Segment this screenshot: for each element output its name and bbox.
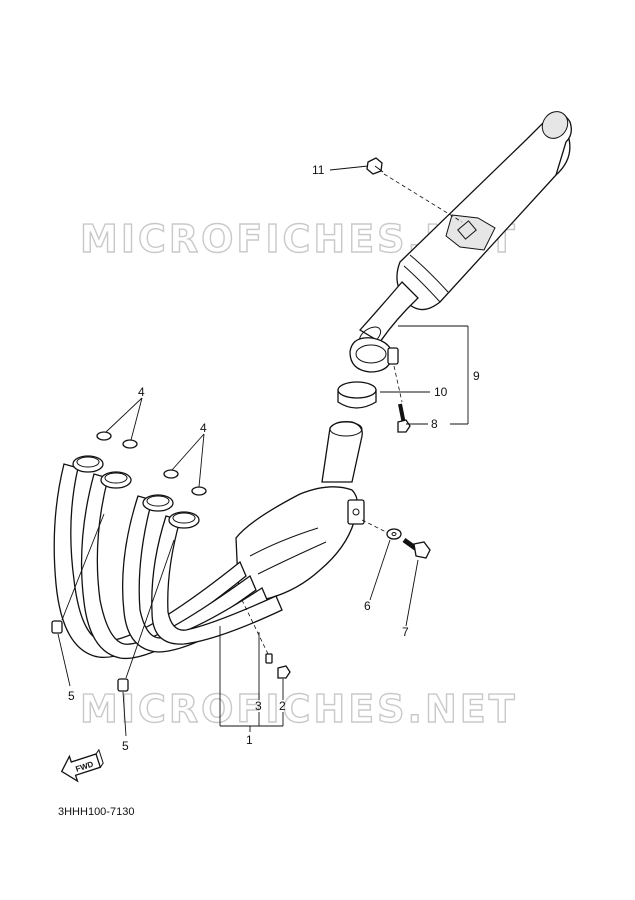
watermark-bottom: MICROFICHES.NET bbox=[80, 687, 518, 731]
diagram-code: 3HHH100-7130 bbox=[58, 806, 134, 818]
callout-3: 3 bbox=[255, 699, 262, 713]
part-9-gasket bbox=[337, 381, 377, 409]
callout-10: 8 bbox=[431, 417, 438, 431]
callout-4-left: 4 bbox=[138, 385, 145, 399]
header-flange-3 bbox=[142, 494, 174, 512]
part-10-bolt bbox=[397, 403, 411, 433]
part-11-bolt bbox=[366, 157, 463, 223]
exhaust-header bbox=[53, 420, 365, 660]
callout-7: 6 bbox=[364, 599, 371, 613]
callout-labels: 11 9 10 8 4 4 5 5 3 2 1 6 7 bbox=[68, 163, 480, 753]
header-flange-1 bbox=[72, 455, 104, 473]
part-8-clamp bbox=[349, 337, 403, 403]
callout-6: 7 bbox=[402, 625, 409, 639]
muffler bbox=[358, 111, 572, 346]
header-flange-4 bbox=[168, 511, 200, 529]
callout-1: 1 bbox=[246, 733, 253, 747]
callout-11: 11 bbox=[312, 163, 325, 177]
part-5-nuts bbox=[51, 620, 129, 692]
part-4-gaskets bbox=[96, 431, 207, 496]
callout-4-right: 4 bbox=[200, 421, 207, 435]
leader-lines bbox=[57, 165, 469, 737]
callout-9: 10 bbox=[434, 385, 448, 399]
callout-8: 9 bbox=[473, 369, 480, 383]
header-flange-2 bbox=[100, 471, 132, 489]
part-6-bolt bbox=[402, 537, 431, 559]
part-2-3-fasteners bbox=[265, 653, 291, 679]
callout-5-left: 5 bbox=[68, 689, 75, 703]
callout-5-right: 5 bbox=[122, 739, 129, 753]
callout-2: 2 bbox=[279, 699, 286, 713]
part-7-washer bbox=[386, 528, 402, 540]
fwd-arrow: FWD bbox=[60, 748, 104, 783]
